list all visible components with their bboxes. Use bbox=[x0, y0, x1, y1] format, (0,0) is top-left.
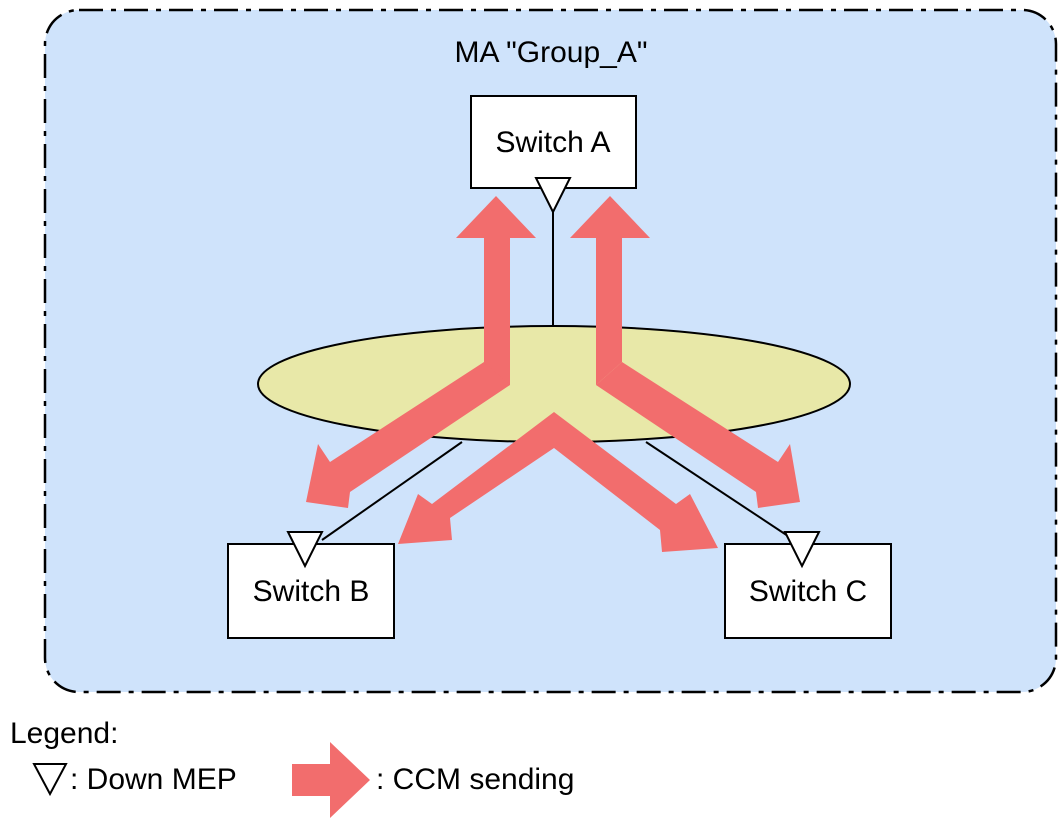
mep-a-triangle-icon bbox=[534, 177, 572, 215]
ccm-arrow-mid-to-b bbox=[398, 412, 554, 544]
legend-title: Legend: bbox=[10, 717, 118, 750]
ccm-arrow-c-to-a bbox=[570, 196, 650, 385]
switch-b-label: Switch B bbox=[253, 575, 370, 608]
legend-ccm-arrow-icon bbox=[292, 742, 370, 818]
switch-c-label: Switch C bbox=[749, 575, 867, 608]
switch-a-label: Switch A bbox=[495, 126, 610, 159]
link-b bbox=[321, 441, 463, 541]
ccm-arrow-a-to-c bbox=[596, 362, 800, 508]
ccm-arrows bbox=[306, 196, 800, 552]
ccm-arrow-mid-to-c bbox=[554, 412, 718, 552]
mep-c-triangle-icon bbox=[783, 531, 821, 569]
ma-domain-label: MA "Group_A" bbox=[454, 36, 647, 69]
ccm-arrow-a-to-b bbox=[306, 362, 510, 508]
legend-mep-label: : Down MEP bbox=[70, 763, 237, 796]
link-c bbox=[645, 441, 795, 541]
ccm-arrow-b-to-a bbox=[456, 196, 536, 385]
legend-ccm-label: : CCM sending bbox=[376, 763, 574, 796]
switch-c-box bbox=[724, 543, 892, 639]
mep-b-triangle-icon bbox=[286, 531, 324, 569]
legend-mep-triangle-icon bbox=[32, 763, 68, 797]
